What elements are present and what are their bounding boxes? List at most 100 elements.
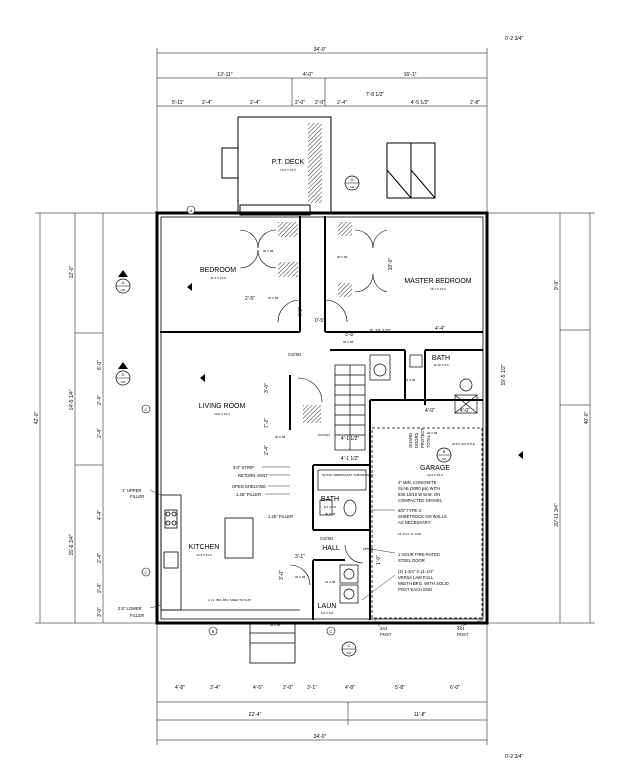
room-laundry-size: 5-6 X 5-6 <box>321 611 334 615</box>
interior-dim-11: 2'-4" <box>264 445 270 455</box>
room-laundry: LAUN <box>318 603 337 610</box>
bot-row-dim-4: 2'-0" <box>283 685 293 691</box>
left-total-dim: 42'-0" <box>34 411 40 424</box>
bot-dim-a: 22'-4" <box>249 712 262 718</box>
room-garage: GARAGE <box>420 465 450 472</box>
left-dim-b: 14'-5 1/4" <box>69 389 75 410</box>
door-tag-4: 30 X 68 <box>427 431 438 435</box>
grid-label-c-bottom: C <box>330 629 333 634</box>
room-kitchen: KITCHEN <box>189 544 220 551</box>
interior-dim-3: 0'-5" <box>315 318 325 324</box>
room-deck: P.T. DECK <box>272 159 305 166</box>
top-row-dim-5: 2'-0" <box>315 100 325 106</box>
bot-row-dim-7: 5'-8" <box>395 685 405 691</box>
note-steel-door-2: STEEL DOOR <box>398 558 425 563</box>
interior-dim-6: 4'-4" <box>435 326 445 332</box>
dimension-text: 34'-0" 13'-11" 4'-0" 16'-1" 7'-8 1/2" 5'… <box>34 36 590 760</box>
notes: 3.0" STRIP RETURN VENT OPEN SHELVING 1.2… <box>118 352 475 637</box>
svg-text:A11: A11 <box>120 380 125 384</box>
svg-text:D: D <box>351 177 354 182</box>
note-scuttle: ATTIC SCUTTLE <box>452 442 475 446</box>
note-post-1a: 4X4 <box>380 626 388 631</box>
interior-dim-10: 7'-2" <box>264 418 270 428</box>
corner-dim-bottom: 0'-2 3/4" <box>505 754 524 760</box>
section-tags: D A11 A A11 D A11 B A11 C A11 <box>115 175 452 657</box>
overall-width-top: 34'-0" <box>314 47 327 53</box>
grid-label-c-left-2: C <box>145 570 148 575</box>
top-row-dim-6: 2'-4" <box>337 100 347 106</box>
left-small-dim-4: 4'-4" <box>97 510 103 520</box>
room-master-bedroom-size: 15-7 X 13-6 <box>430 287 446 291</box>
door-tag-11: 30 X 68 <box>405 378 416 382</box>
bot-row-dim-2: 2'-4" <box>210 685 220 691</box>
top-row-dim-4: 2'-0" <box>295 100 305 106</box>
note-upper-filler-2: FILLER <box>130 494 144 499</box>
interior-dim-8: 4'-0" <box>425 408 435 414</box>
interior-dim-12: 4'-1 1/2" <box>341 436 360 442</box>
dimension-lines <box>35 48 595 745</box>
svg-text:A11: A11 <box>346 651 351 655</box>
pt-deck <box>221 116 332 216</box>
left-small-dim-1: 6'-0" <box>97 360 103 370</box>
left-small-dim-7: 3'-0" <box>97 607 103 617</box>
garage-door <box>371 427 483 619</box>
note-filler-2: 1.25" FILLER <box>268 514 293 519</box>
interior-dim-17: 2'-5" <box>245 296 255 302</box>
room-living-size: 13-6 X 14-0 <box>214 412 230 416</box>
note-guard-4: TOTAL <box>426 434 431 448</box>
note-lower-filler-1: 2.5" LOWER <box>118 606 142 611</box>
interior-dim-1: 10'-0" <box>388 257 394 270</box>
door-tag-5: 30 X 68 <box>325 512 336 516</box>
grid-label-a-top: A <box>190 208 193 213</box>
note-upper-filler-1: 1" UPPER <box>122 488 141 493</box>
room-bath: BATH <box>432 355 450 362</box>
note-concrete-4: COMPACTED GRAVEL <box>398 498 443 503</box>
bot-row-dim-6: 4'-8" <box>345 685 355 691</box>
deck-window <box>386 142 436 199</box>
top-row-dim-2: 2'-4" <box>202 100 212 106</box>
note-strip: 3.0" STRIP <box>233 465 254 470</box>
interior-dim-16: 1'-0" <box>376 555 382 565</box>
door-tag-7: 24 X 68 <box>325 580 336 584</box>
left-small-dim-6: 2'-4" <box>97 583 103 593</box>
door-tag-3: 30 X 68 <box>275 435 286 439</box>
note-versa-2: VERSA LAM FULL <box>398 575 434 580</box>
left-small-dim-2: 2'-4" <box>97 395 103 405</box>
entry-steps <box>249 622 296 664</box>
note-cosd-2: CO/SD <box>320 536 333 541</box>
right-dim-b: 19'-5 1/2" <box>501 364 507 385</box>
note-post-2a: 4X4 <box>457 626 465 631</box>
note-versa-3: WIDTH BRG. WITH SOLID <box>398 581 449 586</box>
room-bath-2: BATH <box>321 496 339 503</box>
svg-text:A: A <box>122 280 125 285</box>
note-versa-4: POST EACH END <box>398 587 432 592</box>
interior-dim-15: 3'-1" <box>295 554 305 560</box>
section-tag-4: B A11 <box>436 447 452 463</box>
room-garage-size: 22-6 X 19-0 <box>427 473 443 477</box>
door-tag-6: 24 X 68 <box>363 547 374 551</box>
room-living: LIVING ROOM <box>199 403 246 410</box>
note-open-shelving: OPEN SHELVING <box>232 484 266 489</box>
interior-dim-14: 3'-0" <box>279 570 285 580</box>
svg-text:A11: A11 <box>349 185 354 189</box>
bot-row-dim-8: 6'-0" <box>450 685 460 691</box>
note-sheetrock-3: AS NECESSARY <box>398 520 431 525</box>
note-lvl-beam: L.V.L. BM. ABV. SIZED TO SUIT <box>208 598 251 602</box>
top-dim-d: 7'-8 1/2" <box>366 92 385 98</box>
svg-text:B: B <box>443 449 446 454</box>
right-total-dim: 40'-0" <box>584 411 590 424</box>
note-guard-1: GUARD <box>408 433 413 448</box>
note-guard-3: PROTECT <box>420 428 425 448</box>
kitchen-cabinets <box>160 494 300 611</box>
bot-dim-b: 11'-8" <box>414 712 427 718</box>
door-tag-9: 30 X 68 <box>337 255 348 259</box>
grid-bubble-b-bottom <box>208 626 218 636</box>
corner-dim-top: 0'-2 3/4" <box>505 36 524 42</box>
section-tag-1: D A11 <box>344 175 360 191</box>
door-tag-10: 30 X 68 <box>295 575 306 579</box>
laundry-fixtures <box>339 564 359 604</box>
note-filler-1: 1.25" FILLER <box>236 492 261 497</box>
door-tag-2: 30 X 68 <box>343 340 354 344</box>
top-row-dim-3: 2'-4" <box>250 100 260 106</box>
room-kitchen-size: 13-4 X 11-0 <box>196 553 212 557</box>
